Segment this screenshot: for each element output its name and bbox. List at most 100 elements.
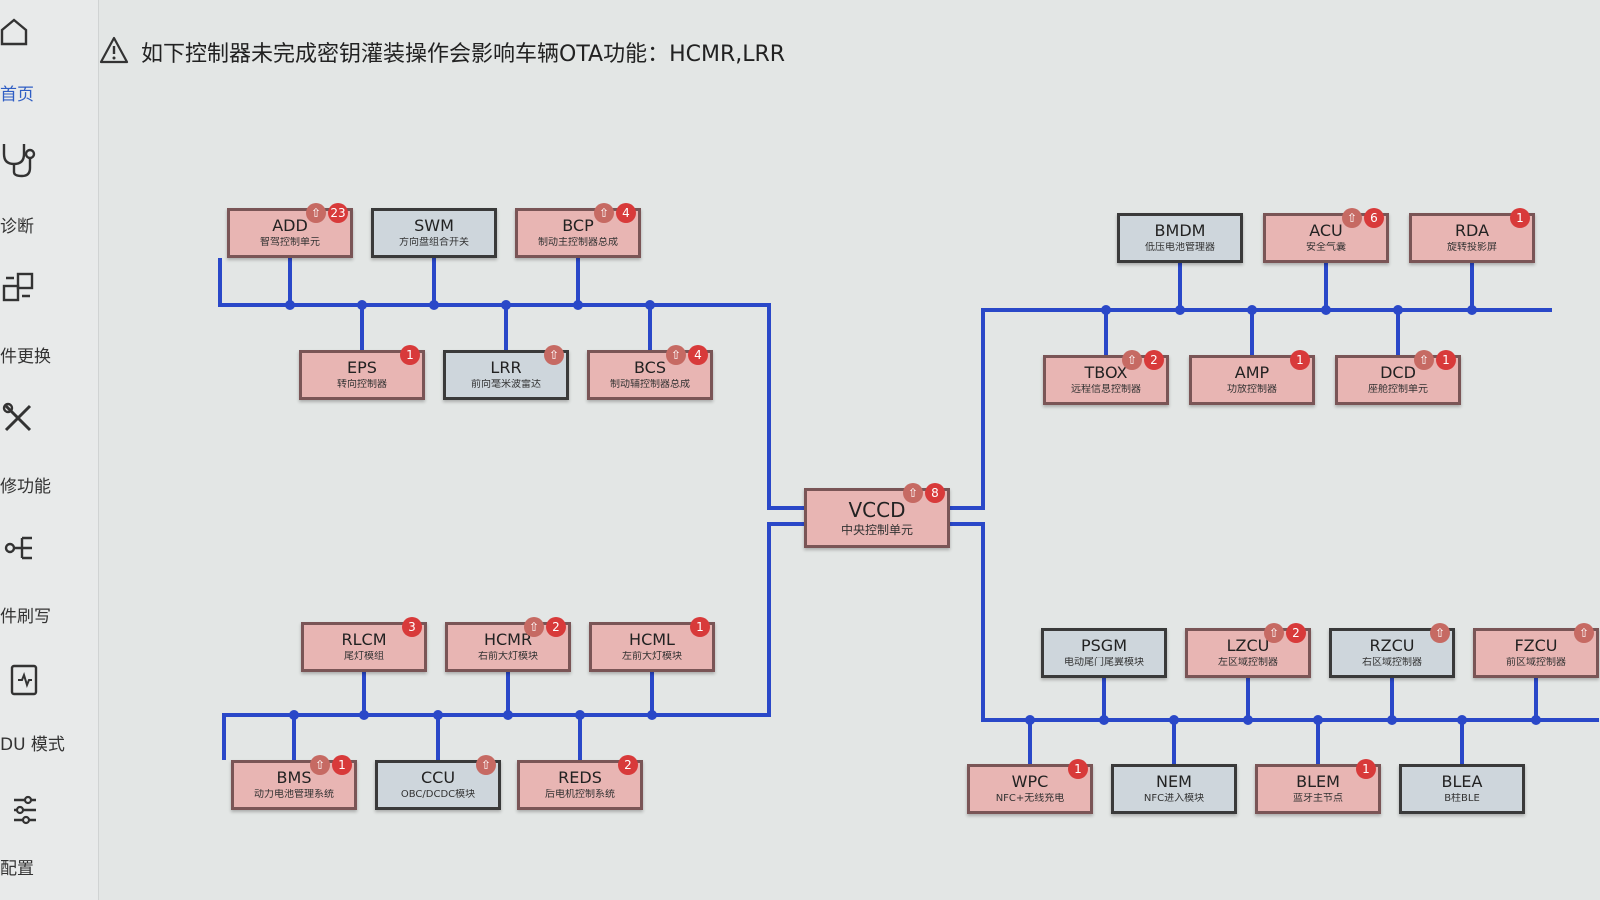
- ecu-node-blea[interactable]: BLEA B柱BLE: [1399, 764, 1525, 814]
- bus-line: [218, 258, 804, 510]
- ecu-description: 后电机控制系统: [545, 789, 615, 800]
- nav-du-mode[interactable]: DU 模式: [0, 658, 98, 758]
- ecu-description: B柱BLE: [1444, 793, 1480, 804]
- sidebar: 首页 诊断 件更换 修功能 件刷写: [0, 0, 99, 900]
- flash-icon: [4, 536, 32, 560]
- ecu-name: LZCU: [1226, 636, 1270, 655]
- fault-count-badge: 1: [1068, 759, 1088, 779]
- fault-count-badge: 8: [925, 483, 945, 503]
- network-topology: [218, 258, 1599, 764]
- ecu-name: BCP: [562, 216, 594, 235]
- ecu-description: 左前大灯模块: [622, 651, 682, 662]
- fault-count-badge: 23: [328, 203, 348, 223]
- ecu-name: AMP: [1234, 363, 1270, 382]
- fault-count-badge: 2: [618, 755, 638, 775]
- ecu-description: 旋转投影屏: [1447, 242, 1497, 253]
- upgrade-icon: ⇧: [1430, 623, 1450, 643]
- ecu-name: VCCD: [848, 498, 906, 522]
- ecu-node-lzcu[interactable]: LZCU 左区域控制器 ⇧2: [1185, 623, 1311, 678]
- ecu-description: 尾灯模组: [344, 651, 384, 662]
- ecu-description: 安全气囊: [1306, 242, 1346, 253]
- warning-banner: 如下控制器未完成密钥灌装操作会影响车辆OTA功能：HCMR,LRR: [99, 28, 1600, 72]
- fault-count-badge: 1: [1290, 350, 1310, 370]
- home-icon: [0, 18, 28, 46]
- upgrade-icon: ⇧: [1264, 623, 1284, 643]
- ecu-description: 前区域控制器: [1506, 657, 1566, 668]
- upgrade-icon: ⇧: [310, 755, 330, 775]
- upgrade-icon: ⇧: [1122, 350, 1142, 370]
- nav-software-flash[interactable]: 件刷写: [0, 528, 98, 628]
- upgrade-icon: ⇧: [476, 755, 496, 775]
- upgrade-icon: ⇧: [524, 617, 544, 637]
- nav-home[interactable]: 首页: [0, 8, 98, 108]
- fault-count-badge: 3: [402, 617, 422, 637]
- nav-parts-replace[interactable]: 件更换: [0, 268, 98, 368]
- ecu-description: 左区域控制器: [1218, 657, 1278, 668]
- fault-count-badge: 1: [1436, 350, 1456, 370]
- ecu-name: NEM: [1156, 772, 1192, 791]
- ecu-name: HCML: [629, 630, 675, 649]
- ecu-name: ADD: [272, 216, 308, 235]
- nav-label: 件刷写: [0, 607, 51, 627]
- ecu-name: BLEM: [1296, 772, 1340, 791]
- ecu-description: 前向毫米波雷达: [471, 379, 541, 390]
- ecu-name: BLEA: [1441, 772, 1483, 791]
- sliders-icon: [14, 795, 36, 825]
- ecu-name: CCU: [420, 768, 456, 787]
- ecu-description: 中央控制单元: [840, 524, 913, 536]
- upgrade-icon: ⇧: [1414, 350, 1434, 370]
- fault-count-badge: 2: [546, 617, 566, 637]
- upgrade-icon: ⇧: [594, 203, 614, 223]
- bus-line: [950, 308, 1552, 510]
- ecu-name: REDS: [558, 768, 602, 787]
- ecu-description: 低压电池管理器: [1145, 242, 1215, 253]
- tools-icon: [2, 402, 32, 432]
- ecu-description: NFC进入模块: [1143, 793, 1205, 804]
- fault-count-badge: 1: [1356, 759, 1376, 779]
- ecu-name: PSGM: [1080, 636, 1127, 655]
- upgrade-icon: ⇧: [1574, 623, 1594, 643]
- ecu-node-nem[interactable]: NEM NFC进入模块: [1111, 764, 1237, 814]
- ecu-name: SWM: [414, 216, 454, 235]
- ecu-description: NFC+无线充电: [995, 793, 1065, 804]
- ecu-node-reds[interactable]: REDS 后电机控制系统 2: [517, 755, 643, 810]
- ecu-node-amp[interactable]: AMP 功放控制器 1: [1189, 350, 1315, 405]
- ecu-description: 功放控制器: [1227, 384, 1277, 395]
- ecu-description: 制动辅控制器总成: [610, 379, 690, 390]
- ecu-description: 制动主控制器总成: [538, 237, 618, 248]
- nav-diagnosis[interactable]: 诊断: [0, 138, 98, 238]
- upgrade-icon: ⇧: [666, 345, 686, 365]
- fault-count-badge: 2: [1286, 623, 1306, 643]
- clipboard-icon: [10, 664, 38, 696]
- ecu-description: 右区域控制器: [1362, 657, 1422, 668]
- nav-label: 诊断: [0, 217, 34, 237]
- bus-line: [222, 522, 804, 760]
- nav-repair-functions[interactable]: 修功能: [0, 398, 98, 498]
- ecu-description: 远程信息控制器: [1071, 384, 1141, 395]
- nav-label: DU 模式: [0, 735, 65, 755]
- upgrade-icon: ⇧: [1342, 208, 1362, 228]
- nav-config[interactable]: 配置: [0, 788, 98, 888]
